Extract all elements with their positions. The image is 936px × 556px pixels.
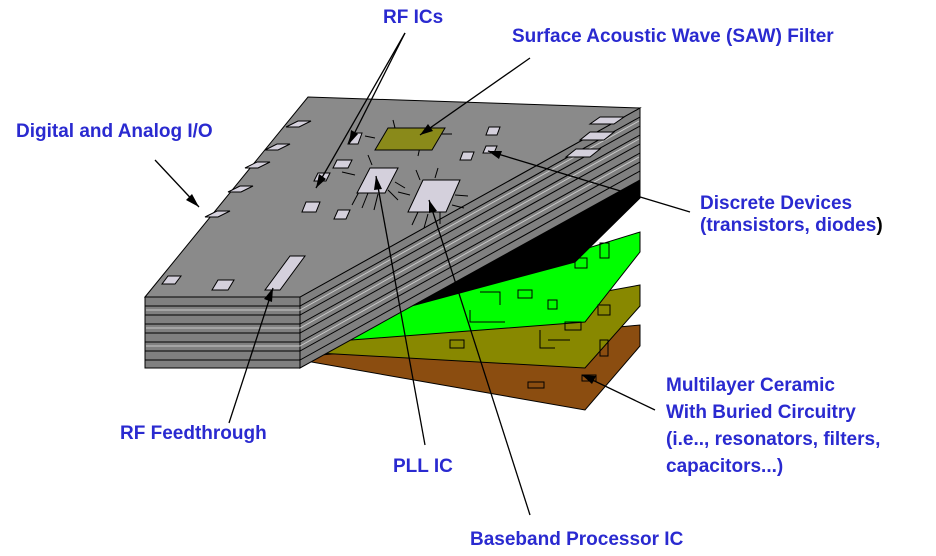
label-pll-ic: PLL IC [393,456,453,477]
arrowheads [186,124,596,384]
label-rf-feedthrough: RF Feedthrough [120,423,267,444]
multilayer-line1: Multilayer Ceramic [666,375,835,396]
io-pads [161,116,626,291]
multilayer-line3: (i.e.., resonators, filters, [666,429,881,450]
discrete-devices-line1: Discrete Devices [700,193,853,214]
label-baseband-processor-ic: Baseband Processor IC [470,529,684,550]
discrete-devices-line2: (transistors, diodes) [700,215,883,237]
discrete-devices-text: (transistors, diodes [700,215,877,236]
saw-filter-chip [374,127,446,151]
label-multilayer-ceramic: Multilayer Ceramic With Buried Circuitry… [666,372,880,480]
block-layer-highlights [146,120,640,347]
block-layer-lines [145,116,641,361]
label-digital-analog-io: Digital and Analog I/O [16,121,213,142]
discrete-devices-paren: ) [876,215,883,236]
small-components [301,126,501,220]
multilayer-line4: capacitors...) [666,456,784,477]
label-discrete-devices: Discrete Devices (transistors, diodes) [700,193,883,237]
label-saw-filter: Surface Acoustic Wave (SAW) Filter [512,26,834,47]
label-rf-ics: RF ICs [383,7,444,28]
ic-leads [341,119,469,229]
multilayer-line2: With Buried Circuitry [666,402,856,423]
baseband-ic-chip [407,179,461,213]
leader-lines [154,32,691,516]
